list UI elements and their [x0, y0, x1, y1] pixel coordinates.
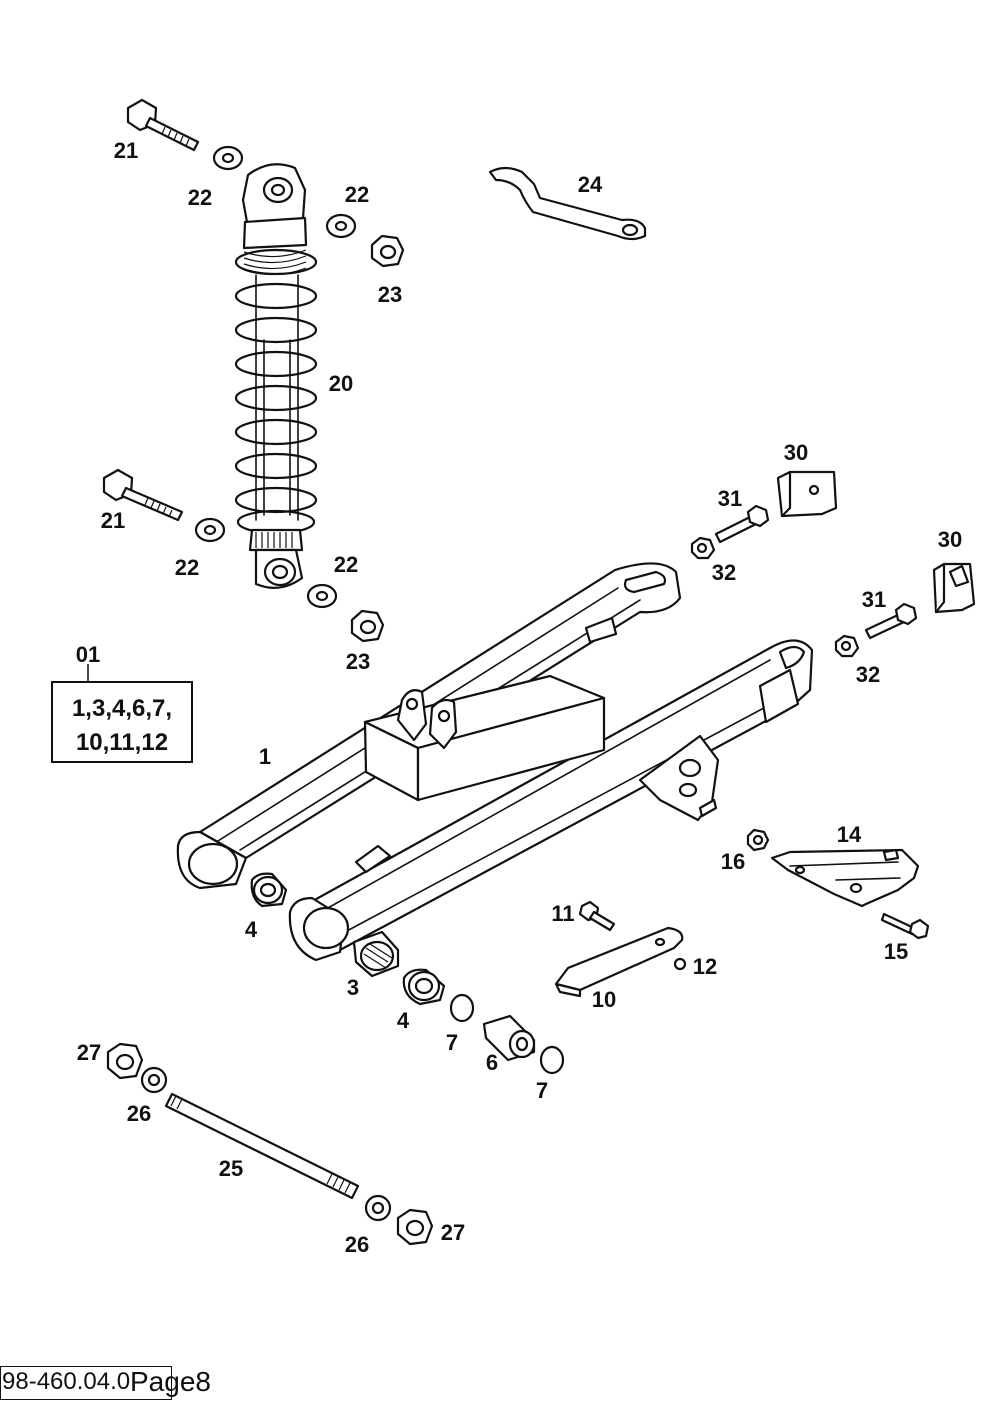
brackets-30 — [776, 470, 976, 614]
label-27: 27 — [441, 1220, 465, 1245]
chain-slider — [554, 926, 684, 998]
bolts-31 — [714, 504, 918, 640]
label-23: 23 — [346, 649, 370, 674]
label-24: 24 — [578, 172, 603, 197]
chain-guard-14 — [770, 848, 920, 908]
swingarm — [176, 562, 814, 962]
bolt-lower — [102, 468, 184, 522]
label-25: 25 — [219, 1156, 243, 1181]
label-21: 21 — [101, 508, 125, 533]
label-22: 22 — [345, 182, 369, 207]
label-20: 20 — [329, 371, 353, 396]
label-32: 32 — [712, 560, 736, 585]
label-12: 12 — [693, 954, 717, 979]
label-4: 4 — [245, 917, 258, 942]
label-22: 22 — [334, 552, 358, 577]
label-7: 7 — [446, 1030, 458, 1055]
label-21: 21 — [114, 138, 138, 163]
kit-contents-line1: 1,3,4,6,7, — [72, 695, 172, 722]
label-1: 1 — [259, 744, 271, 769]
washers-26 — [140, 1066, 392, 1222]
nut-16 — [746, 828, 770, 852]
axle-25 — [164, 1092, 360, 1200]
shock-absorber — [234, 163, 318, 589]
label-10: 10 — [592, 987, 616, 1012]
kit-number: 01 — [76, 642, 100, 667]
label-14: 14 — [837, 822, 862, 847]
bolt-11 — [578, 900, 616, 932]
label-22: 22 — [175, 555, 199, 580]
needle-bearing-3 — [352, 930, 400, 978]
nut-12 — [673, 957, 687, 971]
label-27: 27 — [77, 1040, 101, 1065]
label-23: 23 — [378, 282, 402, 307]
part-labels: 21 22 22 23 24 20 30 31 21 30 22 22 32 3… — [77, 138, 962, 1257]
label-11: 11 — [551, 901, 574, 926]
kit-callout: 01 1,3,4,6,7, 10,11,12 — [51, 642, 193, 763]
label-15: 15 — [884, 939, 908, 964]
label-7: 7 — [536, 1078, 548, 1103]
label-26: 26 — [127, 1101, 151, 1126]
nuts-32 — [690, 536, 860, 658]
label-32: 32 — [856, 662, 880, 687]
label-31: 31 — [718, 486, 742, 511]
label-16: 16 — [721, 849, 745, 874]
page-number: Page8 — [130, 1366, 211, 1397]
label-4: 4 — [397, 1008, 410, 1033]
bolt-upper — [126, 98, 200, 152]
nuts-27 — [106, 1042, 434, 1246]
nuts-23 — [350, 234, 405, 643]
washers-22 — [194, 145, 357, 609]
o-rings-7 — [449, 993, 565, 1075]
spanner-tool — [488, 166, 647, 241]
label-30: 30 — [784, 440, 808, 465]
label-31: 31 — [862, 587, 886, 612]
kit-contents-line2: 10,11,12 — [76, 729, 168, 756]
label-22: 22 — [188, 185, 212, 210]
label-26: 26 — [345, 1232, 369, 1257]
bearing-4-lower — [402, 968, 446, 1006]
footer-frame — [0, 1366, 172, 1400]
drawing-code: 98-460.04.0 — [2, 1368, 131, 1395]
label-6: 6 — [486, 1050, 498, 1075]
bolt-15 — [880, 912, 930, 940]
label-3: 3 — [347, 975, 359, 1000]
label-30: 30 — [938, 527, 962, 552]
bushing-6 — [482, 1014, 536, 1062]
bearing-4-upper — [250, 872, 288, 908]
